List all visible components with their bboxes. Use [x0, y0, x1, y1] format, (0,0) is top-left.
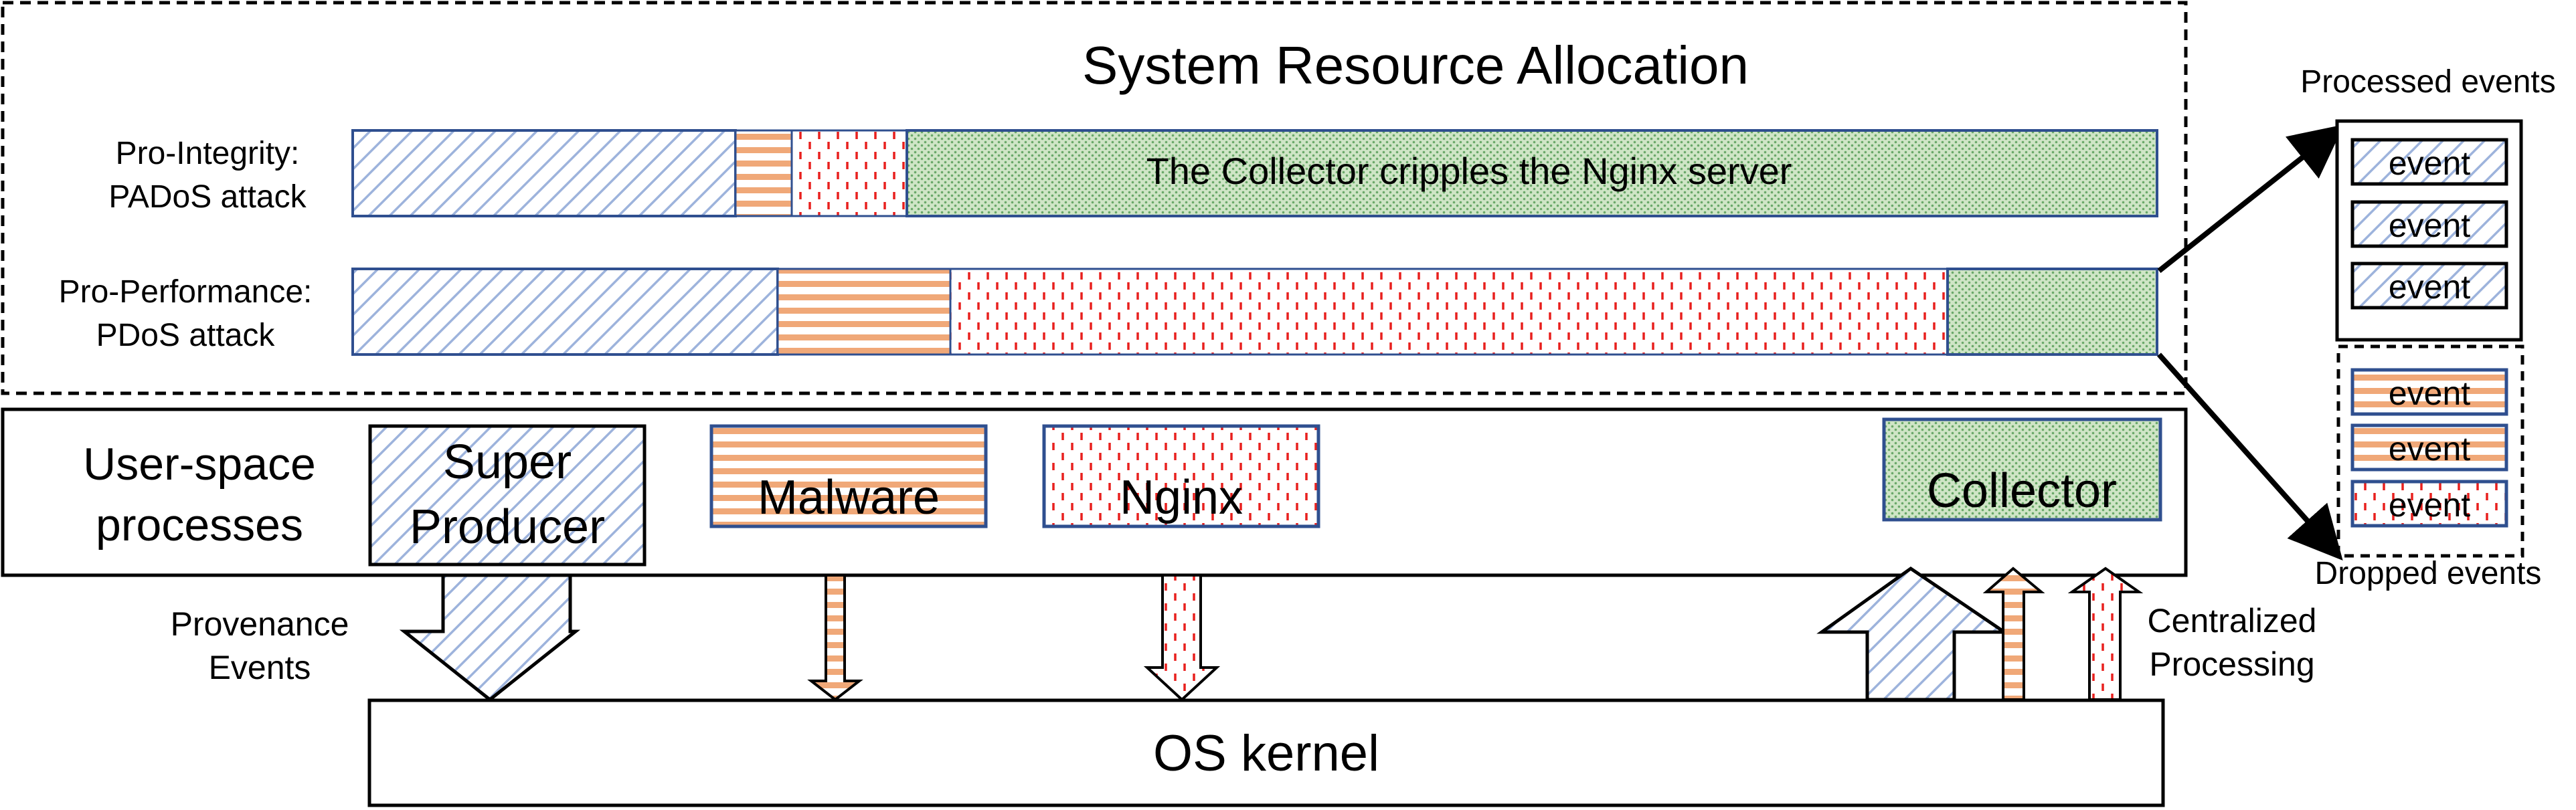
nginx-label: Nginx [1120, 471, 1243, 524]
dropped-pointer-arrow [2157, 352, 2343, 561]
super-producer-line1: Super [443, 435, 572, 489]
processed-pointer-arrow [2157, 124, 2344, 274]
centralized-line2: Processing [2149, 645, 2314, 683]
userspace-label-line1: User-space [83, 439, 316, 490]
row2-segment-malware [776, 268, 952, 356]
svg-text:event: event [2389, 375, 2470, 412]
row2-segment-super-producer [351, 268, 779, 356]
allocation-frame [1, 1, 2188, 395]
svg-text:event: event [2389, 486, 2470, 524]
row1-label-line1: Pro-Integrity: [116, 136, 300, 171]
svg-text:event: event [2389, 207, 2470, 244]
super-producer-down-arrow [399, 573, 581, 702]
row1-segment-malware [734, 129, 793, 217]
dropped-event-1: event [2350, 368, 2508, 416]
row2-segment-nginx [949, 268, 1949, 356]
userspace-label-line2: processes [96, 500, 303, 550]
row2-segment-collector [1946, 268, 2158, 356]
super-producer-box: Super Producer [368, 424, 647, 567]
processed-event-2: event [2350, 200, 2508, 248]
dropped-title: Dropped events [2315, 556, 2542, 591]
dropped-event-2: event [2350, 423, 2508, 472]
nginx-down-arrow [1143, 574, 1221, 702]
collector-label: Collector [1927, 464, 2117, 518]
svg-text:event: event [2389, 430, 2470, 468]
allocation-title: System Resource Allocation [1082, 35, 1749, 95]
dropped-box [2336, 344, 2524, 558]
malware-down-arrow [807, 574, 863, 702]
malware-box: Malware [709, 424, 988, 528]
processed-title: Processed events [2300, 64, 2556, 100]
malware-label: Malware [758, 471, 940, 524]
processed-event-3: event [2350, 262, 2508, 310]
provenance-line1: Provenance [171, 605, 349, 643]
row2-allocation-bar [351, 268, 2158, 356]
svg-text:event: event [2389, 268, 2470, 306]
row1-segment-super-producer [351, 129, 737, 217]
kernel-label: OS kernel [1153, 725, 1379, 782]
collector-box: Collector [1882, 417, 2162, 522]
super-producer-line2: Producer [410, 500, 605, 554]
provenance-line2: Events [209, 649, 311, 686]
row1-bar-text: The Collector cripples the Nginx server [1146, 150, 1792, 192]
row1-label-line2: PADoS attack [108, 179, 307, 215]
row1-allocation-bar: The Collector cripples the Nginx server [351, 129, 2158, 217]
collector-up-arrow-red [2067, 567, 2144, 701]
processed-event-1: event [2350, 138, 2508, 186]
row1-segment-nginx [790, 129, 908, 217]
collector-up-arrow-orange [1982, 567, 2045, 701]
centralized-line1: Centralized [2148, 602, 2317, 639]
row2-label-line1: Pro-Performance: [59, 274, 313, 310]
dropped-event-3: event [2350, 480, 2508, 528]
row1-segment-collector [906, 129, 2158, 217]
nginx-box: Nginx [1042, 424, 1320, 528]
svg-text:event: event [2389, 144, 2470, 182]
kernel-box [367, 698, 2165, 807]
row2-label-line2: PDoS attack [96, 318, 276, 353]
collector-up-arrow-blue [1816, 566, 2010, 702]
